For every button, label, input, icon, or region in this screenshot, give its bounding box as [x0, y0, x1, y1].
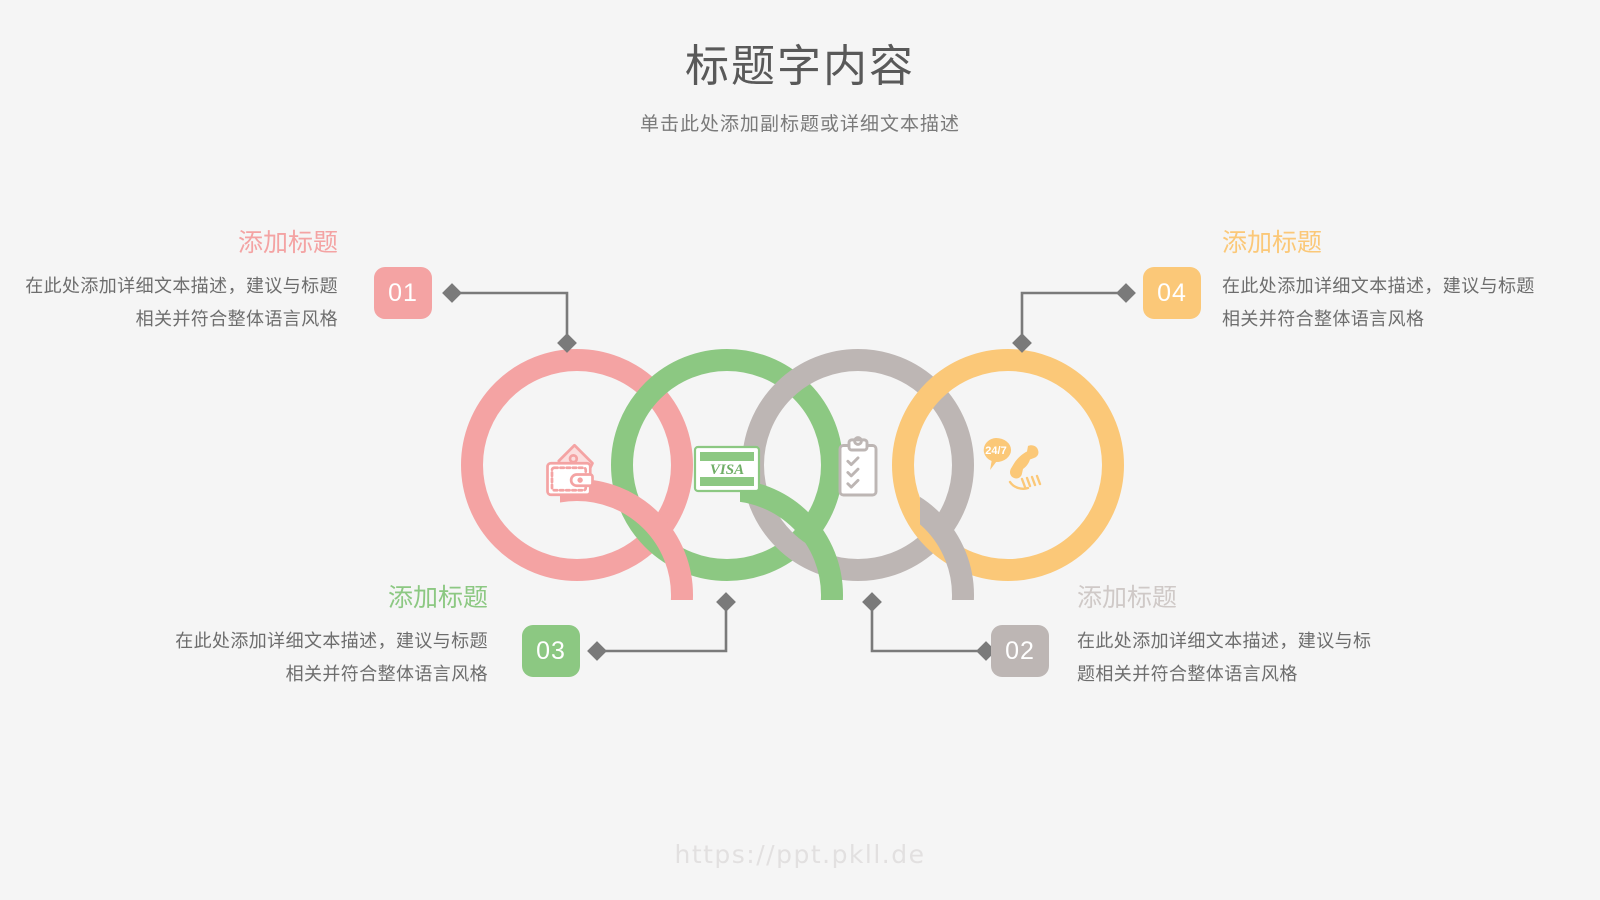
block-01-heading: 添加标题	[237, 229, 338, 257]
badge-01-label: 01	[388, 278, 418, 307]
badge-03[interactable]: 03	[522, 625, 580, 677]
connector-01	[452, 291, 569, 343]
block-04-heading: 添加标题	[1222, 229, 1323, 257]
footer-watermark: https://ppt.pkll.de	[674, 840, 926, 869]
badge-03-label: 03	[536, 636, 566, 665]
badge-01[interactable]: 01	[374, 267, 432, 319]
text-block-01: 添加标题 在此处添加详细文本描述，建议与标题相关并符合整体语言风格	[8, 228, 338, 337]
support-hours-label: 24/7	[985, 445, 1006, 457]
block-02-body: 在此处添加详细文本描述，建议与标题相关并符合整体语言风格	[1077, 631, 1372, 685]
visa-label: VISA	[710, 462, 744, 478]
badge-02-label: 02	[1005, 636, 1035, 665]
text-block-04: 添加标题 在此处添加详细文本描述，建议与标题相关并符合整体语言风格	[1222, 228, 1552, 337]
text-block-02: 添加标题 在此处添加详细文本描述，建议与标题相关并符合整体语言风格	[1077, 583, 1377, 692]
connector-03	[597, 602, 728, 653]
clipboard-checklist-icon	[838, 436, 878, 497]
connector-endpoint	[716, 592, 736, 612]
wallet-icon	[546, 443, 594, 497]
connector-02	[870, 602, 986, 653]
block-02-heading: 添加标题	[1077, 584, 1178, 612]
connector-04	[1020, 291, 1126, 343]
connector-endpoint	[442, 283, 462, 303]
connector-endpoint	[1012, 333, 1032, 353]
page-subtitle: 单击此处添加副标题或详细文本描述	[639, 114, 960, 136]
connector-endpoint	[587, 641, 607, 661]
badge-02[interactable]: 02	[991, 625, 1049, 677]
badge-04[interactable]: 04	[1143, 267, 1201, 319]
block-03-heading: 添加标题	[387, 584, 488, 612]
page-title: 标题字内容	[685, 42, 915, 91]
block-03-body: 在此处添加详细文本描述，建议与标题相关并符合整体语言风格	[175, 631, 488, 685]
connector-endpoint	[1116, 283, 1136, 303]
phone-24-7-icon: 24/7	[983, 437, 1042, 490]
block-01-body: 在此处添加详细文本描述，建议与标题相关并符合整体语言风格	[25, 276, 338, 330]
connector-endpoint	[557, 333, 577, 353]
badge-04-label: 04	[1157, 278, 1187, 307]
text-block-03: 添加标题 在此处添加详细文本描述，建议与标题相关并符合整体语言风格	[158, 583, 488, 692]
slide-header: 标题字内容 单击此处添加副标题或详细文本描述	[0, 38, 1600, 136]
visa-card-icon: VISA	[693, 445, 761, 493]
connector-endpoint	[976, 641, 996, 661]
block-04-body: 在此处添加详细文本描述，建议与标题相关并符合整体语言风格	[1222, 276, 1535, 330]
connector-endpoint	[862, 592, 882, 612]
